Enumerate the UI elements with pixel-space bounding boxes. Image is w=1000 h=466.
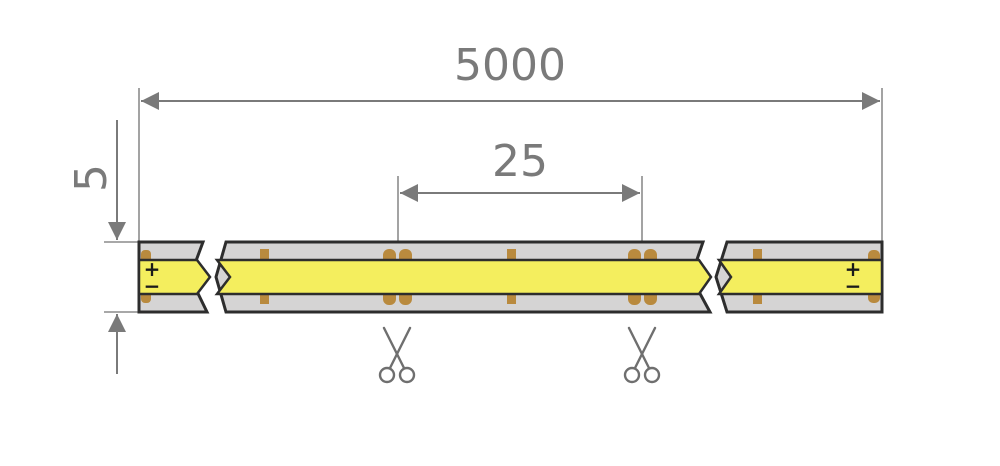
polarity-minus: − (144, 274, 161, 298)
resistor-pad (260, 249, 269, 261)
strip-segment-middle (214, 240, 713, 314)
polarity-plus: + (845, 257, 862, 281)
cob-phosphor-strip (716, 258, 884, 296)
total-length-label: 5000 (454, 40, 566, 91)
cut-interval-dimension: 25 (397, 136, 643, 260)
resistor-pad (507, 249, 516, 261)
strip-segment-right: + − (714, 240, 884, 314)
resistor-pad (260, 292, 269, 304)
width-label: 5 (66, 164, 117, 192)
cut-interval-label: 25 (492, 136, 548, 187)
scissors-icon (378, 326, 416, 384)
total-length-dimension: 5000 (138, 40, 883, 242)
cob-phosphor-strip (214, 258, 713, 296)
width-dimension: 5 (66, 120, 139, 374)
polarity-minus: − (845, 274, 862, 298)
resistor-pad (753, 292, 762, 304)
strip-segment-left: + − (137, 240, 212, 314)
polarity-plus: + (144, 257, 161, 281)
cob-phosphor-strip (137, 258, 212, 296)
scissors-icon (623, 326, 661, 384)
resistor-pad (507, 292, 516, 304)
resistor-pad (753, 249, 762, 261)
